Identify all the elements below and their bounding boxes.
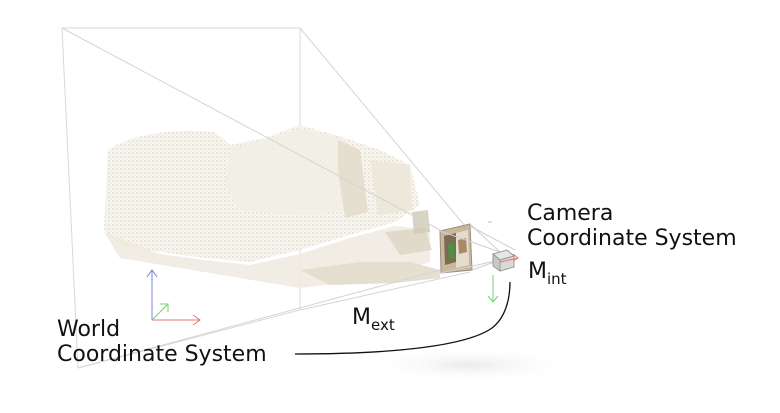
camera-axes-icon bbox=[487, 253, 519, 303]
ground-shadow bbox=[360, 347, 580, 383]
m-ext-base: M bbox=[352, 305, 371, 330]
image-plane bbox=[439, 223, 473, 274]
extrinsic-arc bbox=[294, 281, 511, 355]
frustum-edges bbox=[61, 27, 471, 369]
world-label-line2: Coordinate System bbox=[57, 342, 267, 367]
camera-coordinate-system-label: Camera Coordinate System bbox=[527, 201, 737, 251]
camera-label-line2: Coordinate System bbox=[527, 226, 737, 251]
camera-label-line1: Camera bbox=[527, 201, 614, 226]
camera-cube-icon bbox=[491, 249, 516, 272]
m-ext-subscript: ext bbox=[370, 316, 395, 334]
m-int-subscript: int bbox=[546, 270, 567, 288]
world-axes-icon bbox=[146, 269, 201, 326]
point-cloud bbox=[104, 125, 440, 288]
extrinsic-matrix-label: Mext bbox=[352, 305, 395, 334]
world-coordinate-system-label: World Coordinate System bbox=[57, 317, 267, 367]
world-label-line1: World bbox=[57, 317, 121, 342]
m-int-base: M bbox=[528, 259, 547, 284]
intrinsic-matrix-label: Mint bbox=[528, 259, 567, 288]
